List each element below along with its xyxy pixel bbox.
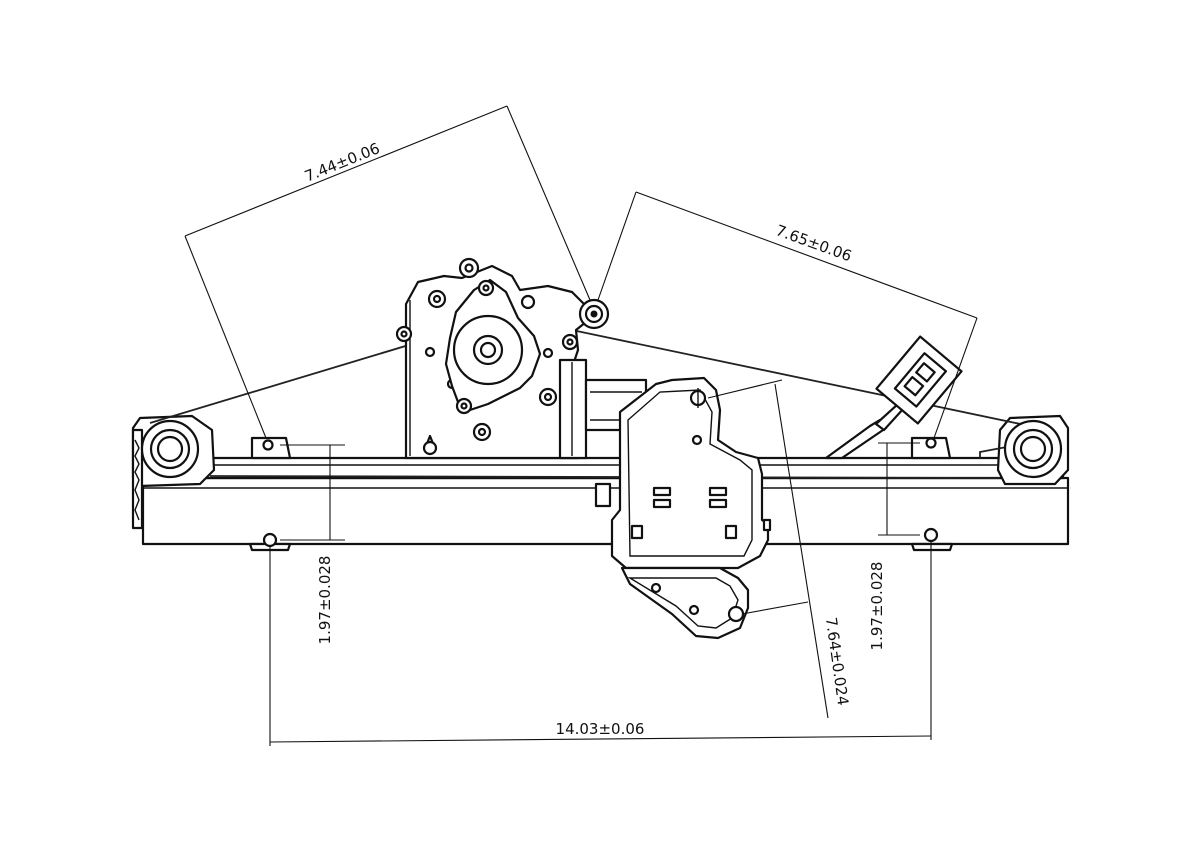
lift-carrier xyxy=(594,376,772,640)
mount-tab-lower-right xyxy=(910,527,954,552)
mount-tab-upper-left xyxy=(250,436,292,460)
right-pulley xyxy=(1003,419,1063,479)
dimension-left-mount-height: 1.97±0.028 xyxy=(316,556,334,645)
dimension-carrier-height: 7.64±0.024 xyxy=(822,616,852,707)
dimension-lines xyxy=(184,105,978,746)
dimension-right-mount-height: 1.97±0.028 xyxy=(868,562,886,651)
left-pulley xyxy=(140,419,200,479)
mount-tab-upper-right xyxy=(910,436,952,460)
pivot-stud xyxy=(578,298,610,330)
dimension-motor-to-left-pulley: 7.44±0.06 xyxy=(302,139,382,185)
cables xyxy=(149,315,1031,479)
electrical-connector xyxy=(824,335,963,460)
dimension-pivot-to-connector: 7.65±0.06 xyxy=(773,221,854,265)
gear-cover xyxy=(444,278,542,415)
dimension-mount-spacing: 14.03±0.06 xyxy=(556,720,645,738)
